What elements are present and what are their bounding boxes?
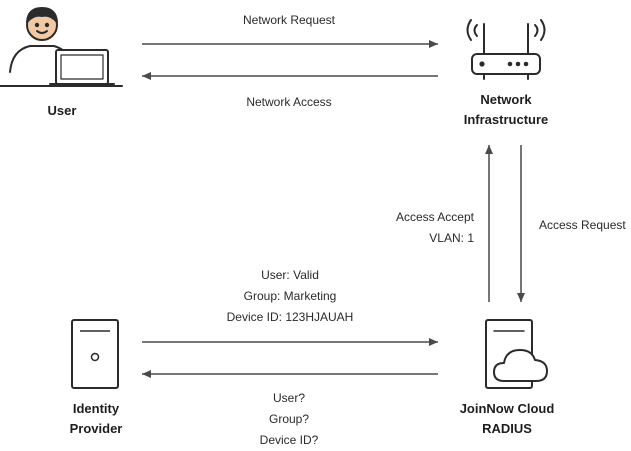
- access-accept-label: Access Accept VLAN: 1: [396, 207, 474, 249]
- server-tower-icon: [71, 319, 119, 389]
- identity-provider-label: Identity Provider: [70, 399, 123, 439]
- identity-query-label: User? Group? Device ID?: [260, 388, 319, 451]
- network-infrastructure-line1: Network: [480, 92, 532, 107]
- radius-server-line1: JoinNow Cloud: [459, 401, 555, 416]
- group-query-text: Group?: [268, 412, 310, 426]
- access-request-label: Access Request: [539, 218, 626, 232]
- cloud-server-icon: [485, 319, 548, 389]
- wifi-router-icon: [466, 19, 546, 80]
- user-label: User: [47, 103, 77, 118]
- network-request-label: Network Request: [242, 13, 336, 27]
- identity-provider-line2: Provider: [69, 421, 123, 436]
- user-valid-text: User: Valid: [261, 268, 319, 282]
- network-infrastructure-line2: Infrastructure: [463, 112, 549, 127]
- user-query-text: User?: [272, 391, 305, 405]
- vlan-text: VLAN: 1: [429, 231, 474, 245]
- group-marketing-text: Group: Marketing: [243, 289, 337, 303]
- radius-server-line2: RADIUS: [482, 421, 532, 436]
- access-accept-text: Access Accept: [395, 210, 474, 224]
- network-access-label: Network Access: [246, 95, 332, 109]
- device-query-text: Device ID?: [259, 433, 319, 447]
- device-id-text: Device ID: 123HJAUAH: [226, 310, 354, 324]
- identity-provider-line1: Identity: [72, 401, 120, 416]
- radius-server-label: JoinNow Cloud RADIUS: [460, 399, 555, 439]
- network-infrastructure-label: Network Infrastructure: [464, 90, 549, 130]
- person-at-laptop-icon: [0, 7, 123, 87]
- edges: [142, 40, 525, 378]
- identity-response-label: User: Valid Group: Marketing Device ID: …: [227, 265, 354, 328]
